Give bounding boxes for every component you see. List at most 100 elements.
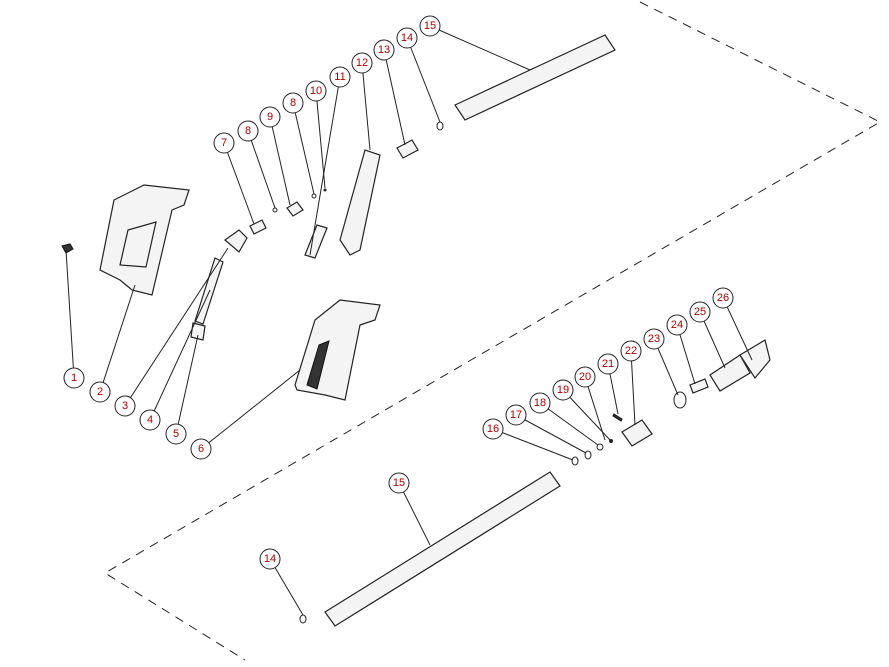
callout-circle: [643, 328, 665, 350]
callout-circle: [396, 27, 418, 49]
callout-circle: [305, 80, 327, 102]
part-nut: [190, 322, 206, 341]
callout-circle: [666, 314, 688, 336]
part-shroud-26: [739, 339, 771, 380]
part-coupler: [396, 139, 419, 159]
callout-2: 2: [89, 381, 111, 403]
leader-line-1: [65, 249, 75, 379]
callout-9: 9: [259, 106, 281, 128]
callout-number: 25: [694, 306, 706, 318]
callout-number: 12: [356, 57, 368, 69]
callout-number: 15: [393, 477, 405, 489]
callout-4: 4: [139, 409, 161, 431]
part-pin-21: [612, 413, 623, 422]
callout-number: 18: [534, 397, 546, 409]
callout-number: 9: [267, 111, 273, 123]
part-oring-17: [584, 450, 592, 460]
leader-line-17: [515, 414, 587, 454]
callout-number: 4: [147, 414, 153, 426]
leader-line-2: [99, 284, 136, 393]
callout-circle: [529, 392, 551, 414]
part-valve: [286, 201, 304, 217]
part-spring: [249, 219, 267, 235]
part-oring-14-top: [436, 121, 444, 131]
callout-number: 23: [648, 333, 660, 345]
leader-line-14: [269, 558, 304, 616]
callout-3: 3: [114, 395, 136, 417]
part-lance-top: [454, 34, 616, 121]
callout-15: 15: [388, 472, 410, 494]
part-ball-10: [323, 188, 327, 192]
callout-7: 7: [213, 132, 235, 154]
callout-13: 13: [373, 39, 395, 61]
callout-number: 17: [510, 409, 522, 421]
callout-circle: [237, 120, 259, 142]
part-screw: [61, 243, 74, 254]
callout-23: 23: [643, 328, 665, 350]
callout-circle: [259, 106, 281, 128]
part-trigger: [339, 149, 381, 256]
callout-6: 6: [190, 438, 212, 460]
callout-14: 14: [396, 27, 418, 49]
leader-line-18: [539, 402, 599, 446]
leader-line-14: [406, 37, 441, 123]
leader-line-11: [309, 76, 341, 256]
callout-16: 16: [482, 418, 504, 440]
callout-circle: [482, 418, 504, 440]
leader-line-6: [200, 369, 301, 450]
callout-number: 8: [245, 125, 251, 137]
part-ring-18: [596, 443, 604, 451]
part-swivel-elbow: [224, 229, 248, 253]
callout-circle: [139, 409, 161, 431]
callout-number: 8: [290, 97, 296, 109]
callout-circle: [89, 381, 111, 403]
callout-8: 8: [237, 120, 259, 142]
callout-17: 17: [505, 404, 527, 426]
callout-number: 5: [173, 428, 179, 440]
callout-number: 7: [221, 137, 227, 149]
callout-15: 15: [419, 15, 441, 37]
leader-line-8: [292, 102, 315, 195]
callout-number: 10: [310, 85, 322, 97]
callout-circle: [552, 379, 574, 401]
callout-10: 10: [305, 80, 327, 102]
assembly-boundary: [104, 1, 882, 661]
callout-number: 3: [122, 400, 128, 412]
callout-21: 21: [597, 353, 619, 375]
callout-14: 14: [259, 548, 281, 570]
callout-number: 21: [602, 358, 614, 370]
callout-circle: [213, 132, 235, 154]
part-insert-24: [689, 378, 709, 394]
callout-circle: [114, 395, 136, 417]
callout-12: 12: [351, 52, 373, 74]
callout-circle: [165, 423, 187, 445]
part-grip-insert: [306, 340, 330, 390]
callout-number: 2: [97, 386, 103, 398]
leader-line-8: [247, 130, 276, 209]
callouts: 1234567898101112131415161718192021222324…: [63, 15, 734, 570]
callout-circle: [373, 39, 395, 61]
callout-number: 11: [334, 71, 345, 83]
part-nozzle-cap-25: [709, 354, 751, 392]
leader-line-16: [492, 428, 574, 461]
callout-number: 15: [424, 20, 436, 32]
part-oring-23: [673, 391, 687, 409]
callout-number: 14: [264, 553, 276, 565]
callout-circle: [329, 66, 351, 88]
leader-line-4: [149, 289, 211, 421]
part-lance-bottom: [324, 471, 561, 627]
part-oring-8a: [272, 207, 278, 213]
leader-lines: [65, 25, 753, 616]
callout-22: 22: [620, 340, 642, 362]
part-trigger-grip: [99, 184, 190, 296]
callout-circle: [63, 367, 85, 389]
part-oring-14-bottom: [299, 614, 307, 624]
callout-circle: [597, 353, 619, 375]
callout-number: 16: [487, 423, 499, 435]
part-oring-8b: [311, 193, 317, 199]
part-oring-16: [571, 456, 579, 466]
callout-24: 24: [666, 314, 688, 336]
parts: [61, 34, 771, 627]
leader-line-15: [398, 482, 431, 546]
